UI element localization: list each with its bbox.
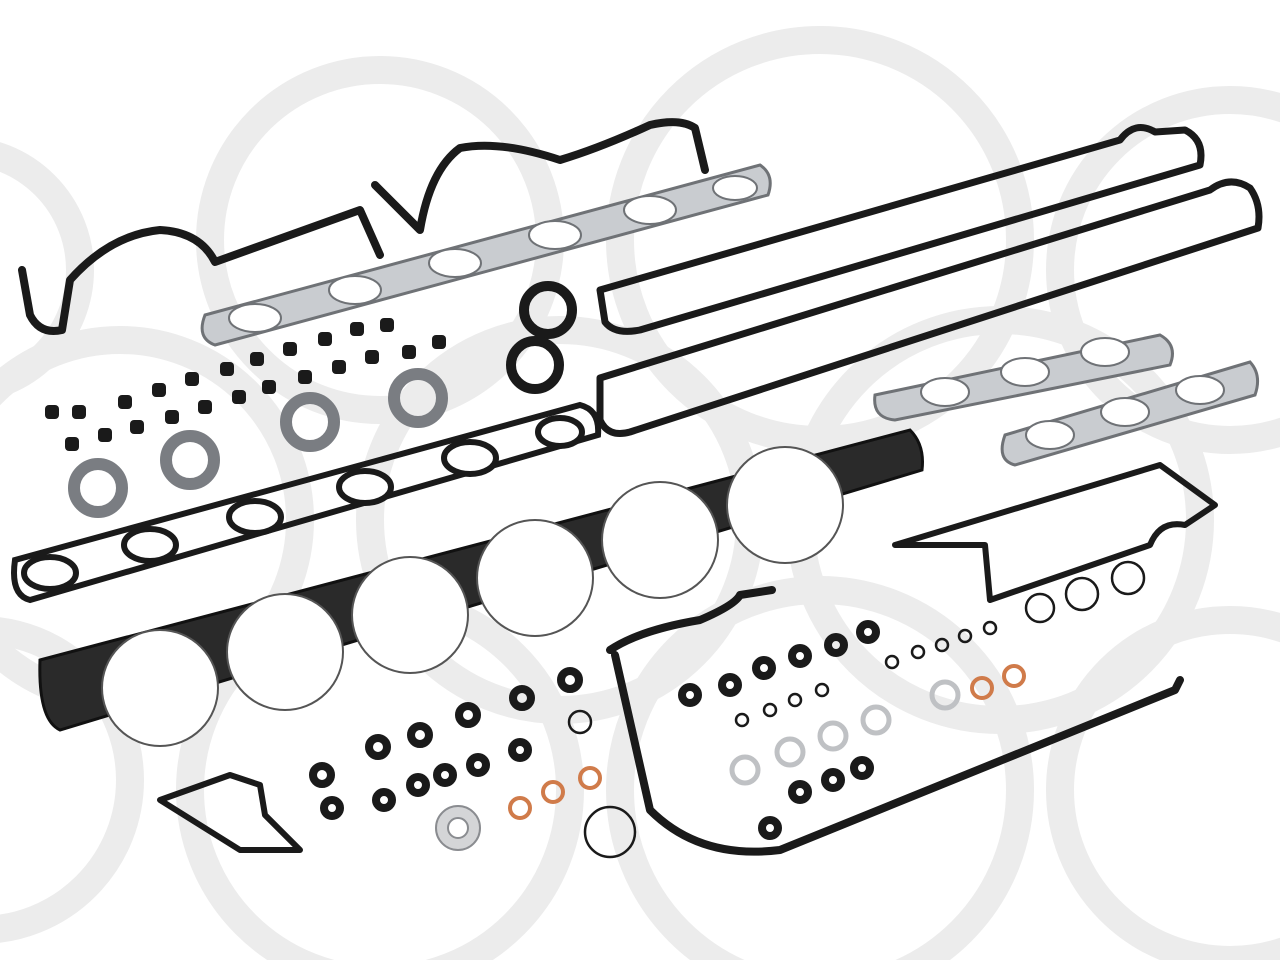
exhaust-manifold-gaskets: [873, 333, 1260, 467]
cylinder-bore: [601, 481, 719, 599]
valve-cover-gasket-lower: [596, 178, 1263, 437]
watermark-ring: [0, 617, 144, 943]
valve-cover-gasket-upper: [596, 124, 1205, 335]
timing-cover-seal-right: [371, 118, 709, 234]
exhaust-sealing-rings: [68, 368, 448, 518]
star-lock-washer: [435, 805, 481, 851]
shaft-seal: [519, 281, 577, 339]
shaft-seal: [506, 336, 564, 394]
intake-manifold-gasket: [200, 163, 772, 347]
watermark-ring: [1046, 86, 1280, 454]
watermark-ring: [1046, 606, 1280, 960]
intake-port: [328, 275, 382, 305]
intake-port: [528, 220, 582, 250]
intake-port: [228, 303, 282, 333]
valve-cover-gaskets: [596, 124, 1263, 437]
o-rings: [309, 620, 880, 840]
watermark-ring: [606, 576, 1034, 960]
cylinder-bore: [726, 446, 844, 564]
timing-cover-seals: [18, 118, 1184, 856]
intake-plenum-gasket: [11, 401, 602, 604]
aluminium-washers: [729, 679, 961, 786]
intake-port: [623, 195, 677, 225]
oil-pump-gasket: [892, 462, 1218, 603]
cylinder-bore: [226, 593, 344, 711]
valve-stem-seals: [45, 318, 446, 451]
cylinder-bore: [351, 556, 469, 674]
intake-port: [428, 248, 482, 278]
cylinder-bore: [101, 629, 219, 747]
thin-o-rings: [567, 560, 1146, 859]
intake-port: [712, 175, 758, 201]
cylinder-bore: [476, 519, 594, 637]
copper-washers: [508, 664, 1026, 820]
cylinder-head-gasket: [38, 428, 924, 747]
water-outlet-gasket: [157, 772, 303, 853]
timing-cover-seal-left: [18, 206, 384, 335]
shaft-seals: [506, 281, 577, 394]
timing-cover-seal-bottom: [606, 586, 1184, 856]
